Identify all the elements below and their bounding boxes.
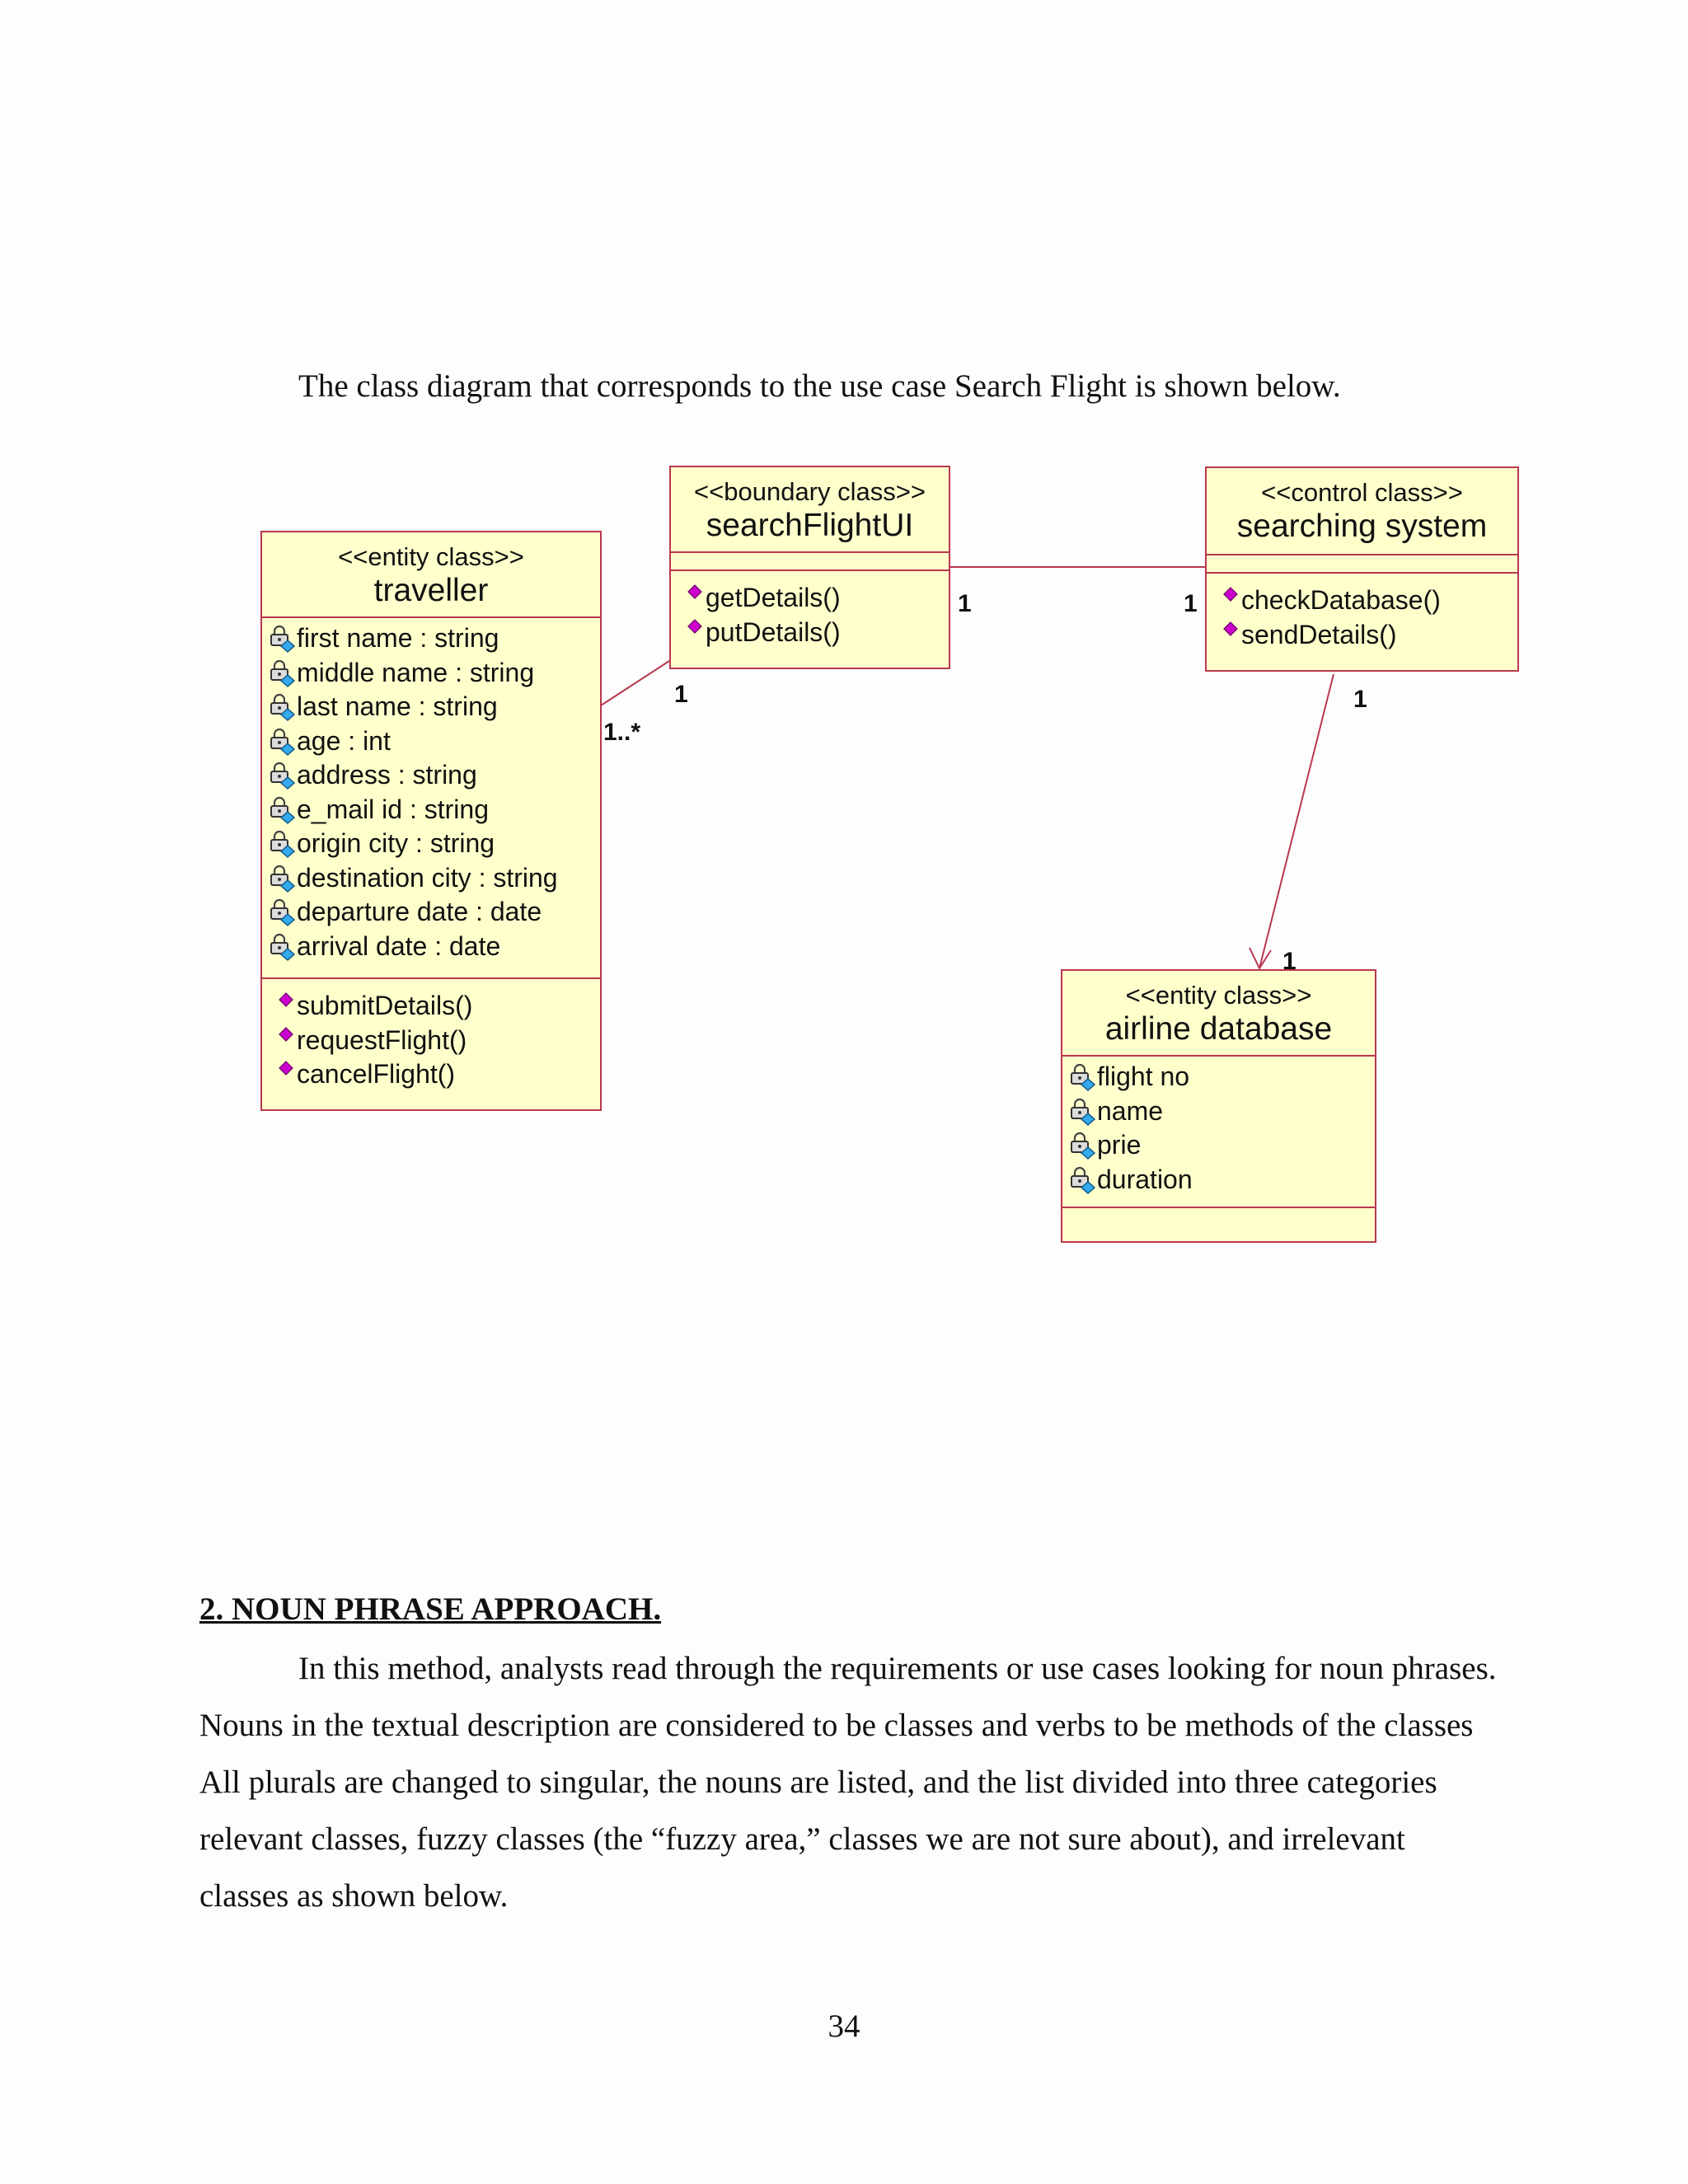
operation-text: sendDetails() <box>1241 619 1397 649</box>
attribute-text: prie <box>1097 1130 1142 1160</box>
attribute-text: origin city : string <box>297 828 495 858</box>
attribute-row: duration <box>1062 1163 1375 1197</box>
class-header: <<control class>> searching system <box>1207 468 1517 555</box>
operation-text: checkDatabase() <box>1241 585 1441 615</box>
attribute-text: first name : string <box>297 623 499 653</box>
operation-text: cancelFlight() <box>297 1059 456 1089</box>
attribute-row: arrival date : date <box>262 930 600 964</box>
attribute-row: prie <box>1062 1128 1375 1163</box>
attribute-text: flight no <box>1097 1062 1190 1091</box>
operation-row: putDetails() <box>671 616 949 650</box>
stereotype-label: <<entity class>> <box>338 542 524 571</box>
class-traveller: <<entity class>> traveller first name : … <box>260 531 602 1111</box>
operation-text: getDetails() <box>706 583 841 612</box>
class-header: <<entity class>> traveller <box>262 532 600 618</box>
attribute-text: last name : string <box>297 691 498 721</box>
class-diagram-connectors <box>600 566 1334 971</box>
multiplicity-label: 1 <box>1282 948 1296 975</box>
association-traveller-searchflightui <box>600 660 670 706</box>
attribute-row: age : int <box>262 724 600 759</box>
stereotype-label: <<boundary class>> <box>694 477 926 506</box>
attribute-text: address : string <box>297 760 477 790</box>
navigability-arrowhead <box>1249 947 1272 971</box>
attribute-text: destination city : string <box>297 862 558 893</box>
operation-text: submitDetails() <box>297 991 473 1020</box>
multiplicity-label: 1 <box>1184 590 1198 617</box>
attribute-row: flight no <box>1062 1060 1375 1094</box>
attribute-text: duration <box>1097 1164 1193 1194</box>
attribute-row: name <box>1062 1094 1375 1129</box>
attribute-row: destination city : string <box>262 861 600 896</box>
attribute-text: middle name : string <box>297 657 535 687</box>
section-heading: 2. NOUN PHRASE APPROACH. <box>199 1591 662 1627</box>
class-header: <<boundary class>> searchFlightUI <box>671 467 949 553</box>
attribute-row: last name : string <box>262 690 600 724</box>
class-searching-system: <<control class>> searching system check… <box>1205 466 1519 672</box>
multiplicity-label: 1 <box>958 590 972 617</box>
multiplicity-label: 1 <box>674 681 688 708</box>
class-name: airline database <box>1104 1011 1333 1047</box>
stereotype-label: <<control class>> <box>1261 478 1463 507</box>
attribute-row: first name : string <box>262 621 600 656</box>
operation-section: checkDatabase() sendDetails() <box>1207 574 1517 652</box>
operation-row: getDetails() <box>671 581 949 616</box>
attribute-text: departure date : date <box>297 897 542 926</box>
attribute-text: e_mail id : string <box>297 794 489 824</box>
attribute-row: departure date : date <box>262 895 600 930</box>
operation-row: checkDatabase() <box>1207 583 1517 618</box>
class-name: searchFlightUI <box>706 508 914 543</box>
stereotype-label: <<entity class>> <box>1125 981 1312 1010</box>
attribute-section <box>1207 555 1517 574</box>
attribute-row: address : string <box>262 758 600 793</box>
operation-text: putDetails() <box>706 616 841 647</box>
attribute-text: age : int <box>297 725 391 756</box>
attribute-text: name <box>1097 1095 1164 1126</box>
operation-section: getDetails() putDetails() <box>671 571 949 649</box>
attribute-section: flight no name prie duration <box>1062 1057 1375 1208</box>
paragraph-text: In this method, analysts read through th… <box>199 1651 1497 1914</box>
intro-text: The class diagram that corresponds to th… <box>298 368 1341 404</box>
class-name: traveller <box>373 573 489 608</box>
operation-section: submitDetails() requestFlight() cancelFlig… <box>262 979 600 1092</box>
attribute-row: e_mail id : string <box>262 793 600 827</box>
operation-row: cancelFlight() <box>262 1057 600 1092</box>
class-name: searching system <box>1236 509 1488 544</box>
operation-text: requestFlight() <box>297 1024 467 1055</box>
operation-row: submitDetails() <box>262 989 600 1024</box>
multiplicity-label: 1 <box>1353 686 1367 713</box>
class-airline-database: <<entity class>> airline database flight… <box>1061 969 1376 1243</box>
attribute-section: first name : string middle name : string l… <box>262 618 600 979</box>
class-searchflightui: <<boundary class>> searchFlightUI getDet… <box>669 466 950 669</box>
class-header: <<entity class>> airline database <box>1062 971 1375 1057</box>
attribute-section <box>671 553 949 571</box>
operation-row: requestFlight() <box>262 1024 600 1058</box>
attribute-text: arrival date : date <box>297 930 501 961</box>
page-number: 34 <box>828 2008 860 2044</box>
attribute-row: middle name : string <box>262 656 600 691</box>
body-paragraph: In this method, analysts read through th… <box>199 1640 1502 1924</box>
operation-row: sendDetails() <box>1207 618 1517 653</box>
multiplicity-label: 1..* <box>603 719 641 746</box>
association-searchingsystem-airlinedatabase <box>1259 673 1334 969</box>
attribute-row: origin city : string <box>262 827 600 861</box>
